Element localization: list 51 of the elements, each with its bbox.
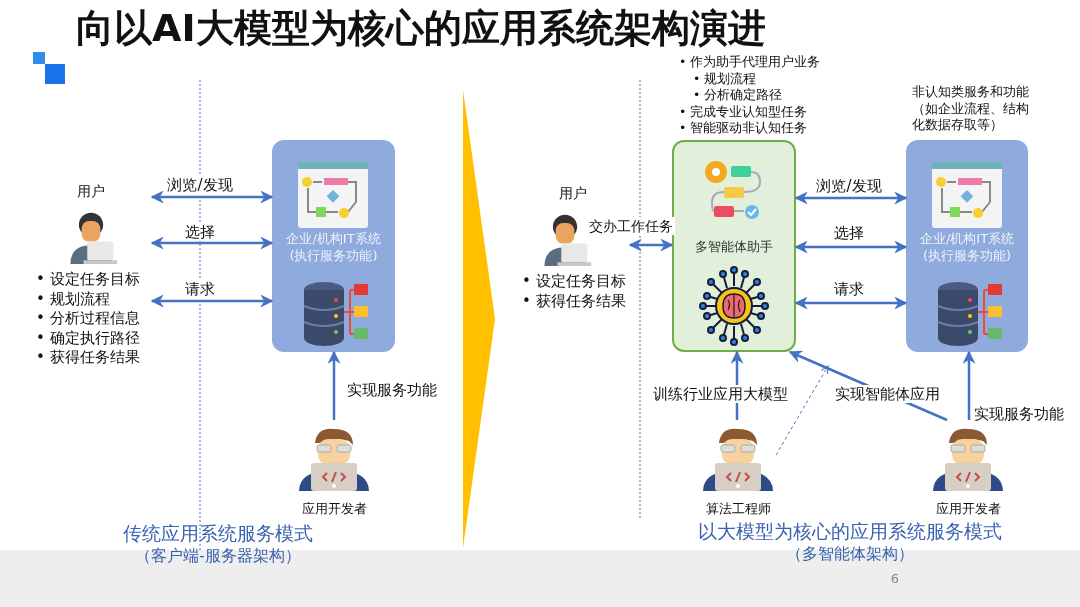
box-label: (执行服务功能) (921, 247, 1013, 264)
edge-label: 交办工作任务 (587, 217, 675, 235)
slide-title: 向以AI大模型为核心的应用系统架构演进 (76, 5, 766, 52)
caption-text: （多智能体架构） (786, 543, 914, 563)
box-label: 多智能体助手 (694, 238, 774, 255)
person-label: 用户 (558, 184, 588, 202)
arrow (794, 296, 908, 310)
edge-label: 实现服务功能 (345, 381, 439, 399)
page-number: 6 (890, 571, 900, 587)
arrow (150, 190, 274, 204)
box-label: 企业/机构IT系统 (285, 230, 382, 247)
bullet-item: • 确定执行路径 (36, 328, 140, 348)
arrow (794, 191, 908, 205)
box-label: (执行服务功能) (288, 247, 379, 264)
arrow (794, 240, 908, 254)
person-label: 应用开发者 (934, 500, 1002, 517)
caption-text: （客户端-服务器架构） (135, 545, 301, 565)
bullet-item: • 获得任务结果 (36, 348, 140, 368)
arrow (150, 236, 274, 250)
annotation-text: 非认知类服务和功能（如企业流程、结构化数据存取等） (912, 84, 1030, 134)
bullet-item: • 智能驱动非认知任务 (679, 120, 808, 137)
edge-label: 实现智能体应用 (832, 385, 942, 403)
edge-label: 请求 (832, 280, 866, 298)
bullet-item: • 设定任务目标 (522, 272, 626, 292)
person-label: 应用开发者 (300, 500, 368, 517)
arrow (962, 350, 976, 420)
arrow (327, 350, 341, 420)
dashed-arrow (775, 365, 829, 456)
edge-label: 请求 (183, 280, 217, 298)
person-label: 算法工程师 (704, 500, 772, 517)
box-label: 企业/机构IT系统 (918, 230, 1016, 247)
bullet-item: • 设定任务目标 (36, 270, 140, 290)
bullet-item: • 规划流程 (693, 70, 757, 88)
bullet-item: • 完成专业认知型任务 (679, 103, 808, 121)
bullet-item: • 规划流程 (36, 289, 110, 309)
bullet-item: • 分析过程信息 (36, 309, 140, 329)
edge-label: 实现服务功能 (972, 405, 1066, 423)
bullet-item: • 分析确定路径 (693, 87, 783, 104)
arrow (628, 238, 674, 252)
person-label: 用户 (76, 182, 106, 200)
edge-label: 训练行业应用大模型 (650, 385, 790, 403)
bullet-item: • 获得任务结果 (522, 291, 626, 311)
system-box (272, 140, 395, 352)
bullet-item: • 作为助手代理用户业务 (679, 54, 821, 71)
caption-text: 传统应用系统服务模式 (123, 522, 313, 544)
caption-text: 以大模型为核心的应用系统服务模式 (698, 520, 1002, 542)
edge-label: 选择 (183, 223, 217, 241)
edge-label: 浏览/发现 (814, 177, 884, 195)
edge-label: 选择 (832, 224, 866, 242)
arrow (150, 294, 274, 308)
edge-label: 浏览/发现 (165, 176, 235, 194)
